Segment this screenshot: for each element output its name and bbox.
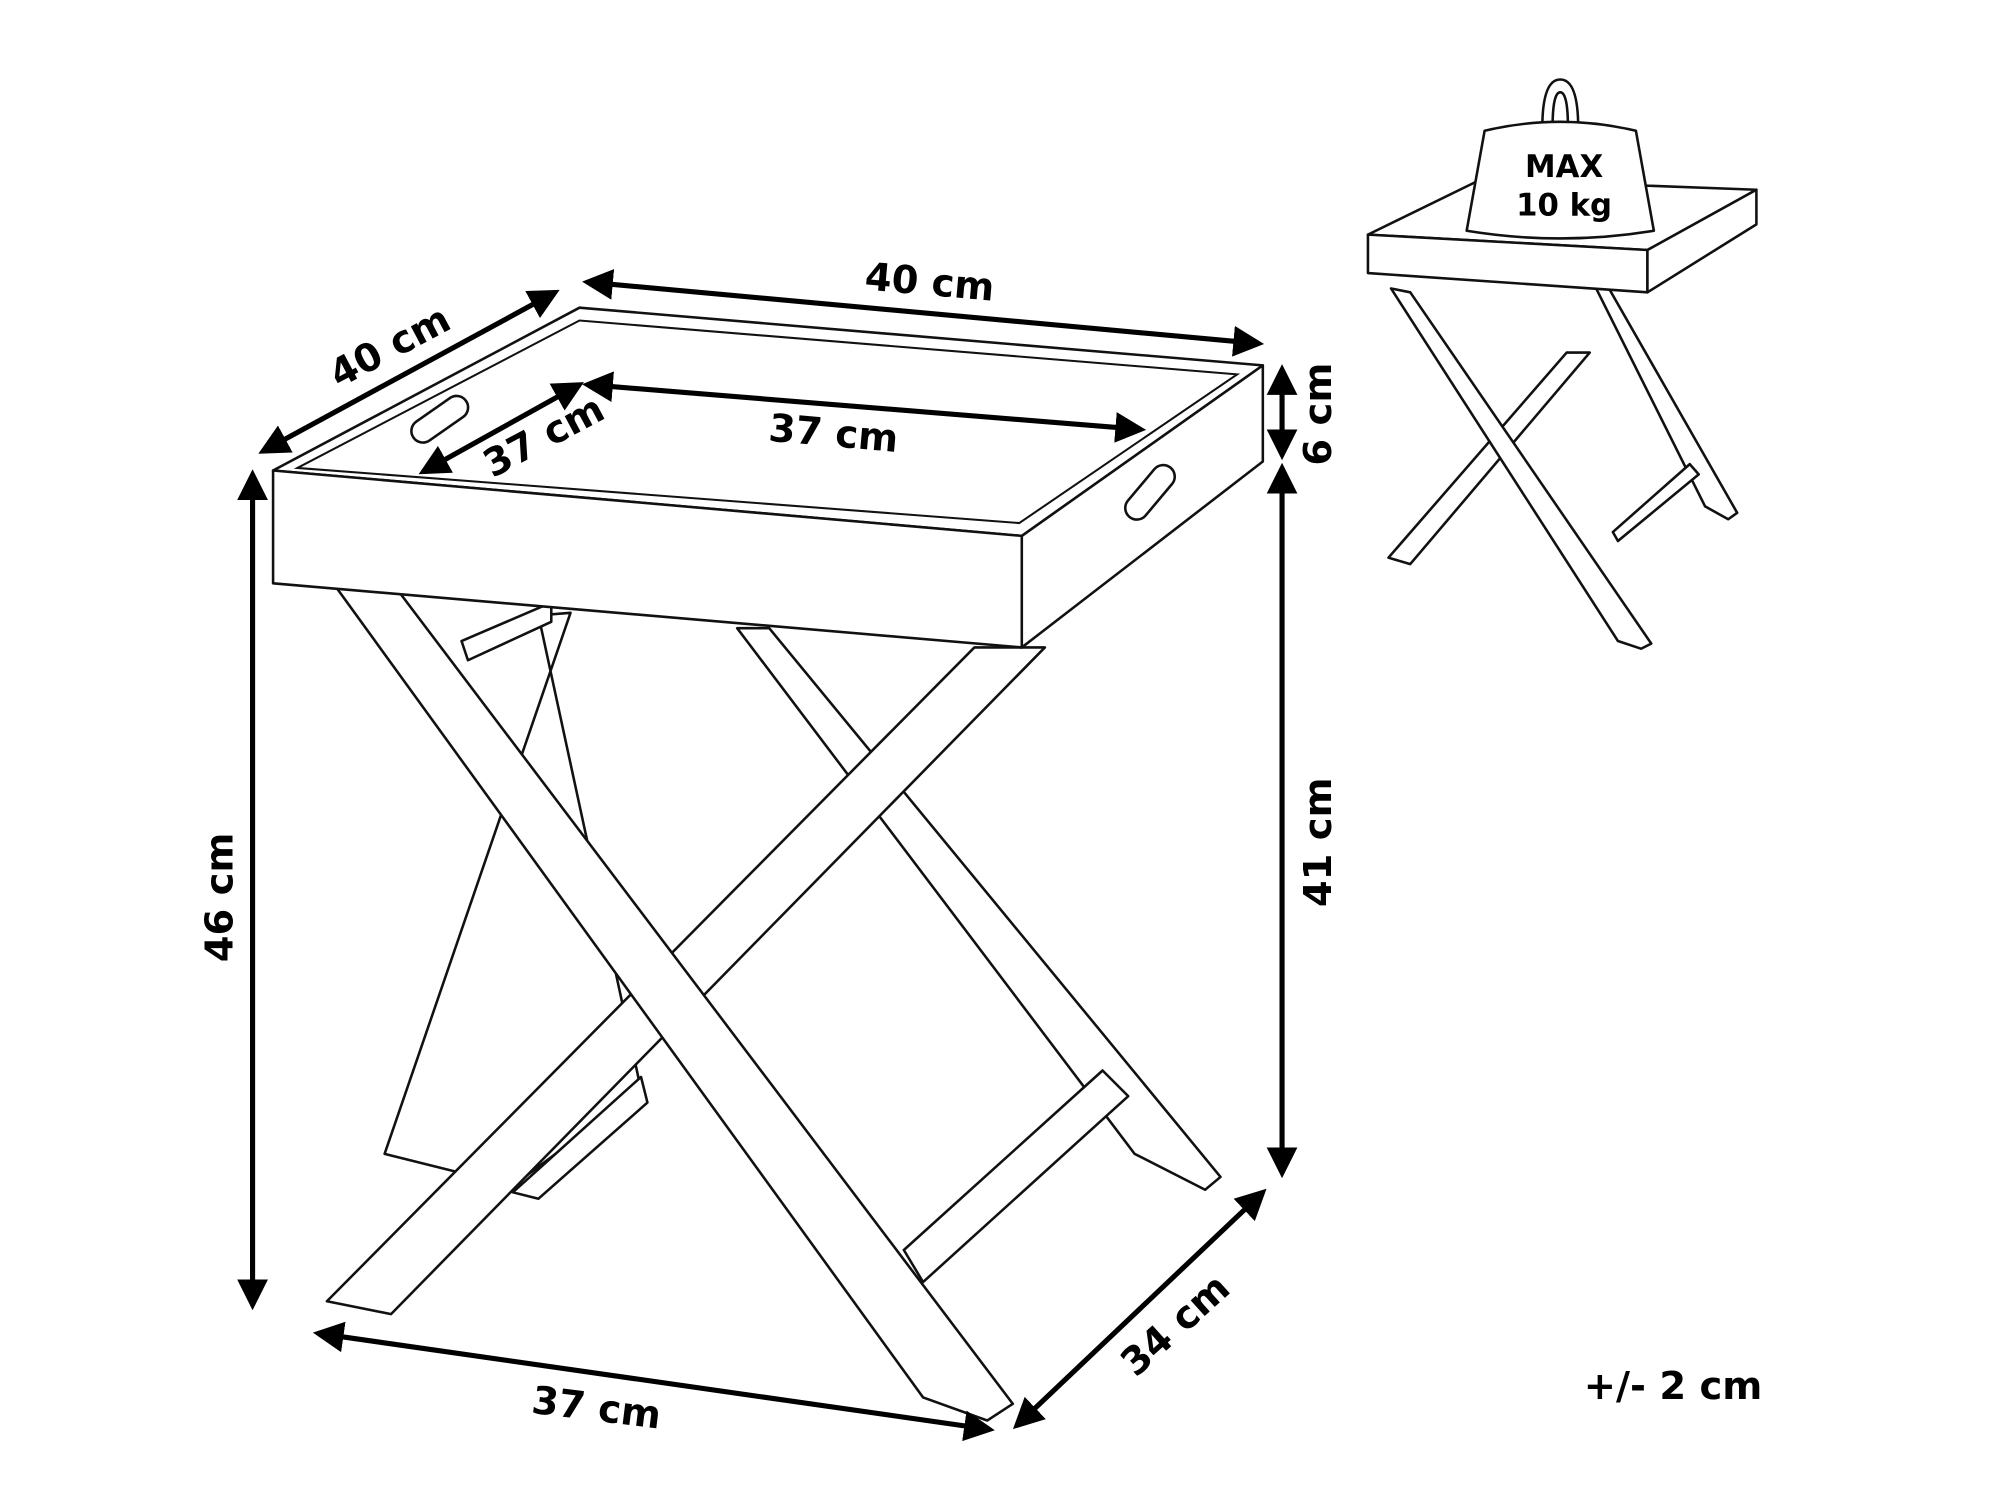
tray-height-label: 6 cm xyxy=(1296,363,1341,466)
dimension-arrows xyxy=(237,269,1298,1442)
left-crossbar xyxy=(511,1075,649,1200)
small-leg-ascending xyxy=(1387,351,1592,566)
max-load-value: 10 kg xyxy=(1516,187,1612,223)
leg-height-label: 41 cm xyxy=(1296,777,1341,907)
small-crossbar xyxy=(1611,462,1701,543)
folding-tray-table xyxy=(271,306,1265,1422)
total-height-label: 46 cm xyxy=(197,833,242,963)
max-load-label: MAX xyxy=(1525,149,1603,185)
inner-width-label: 37 cm xyxy=(767,406,900,462)
small-leg-descending xyxy=(1389,287,1653,650)
back-crossbar xyxy=(460,601,553,662)
base-width-label: 37 cm xyxy=(529,1378,663,1438)
tray-handle-right xyxy=(1123,463,1177,521)
tolerance-label: +/- 2 cm xyxy=(1584,1364,1763,1409)
bottom-crossbar xyxy=(902,1069,1130,1284)
small-tray-side xyxy=(1646,188,1758,294)
base-depth-label: 34 cm xyxy=(1112,1265,1239,1385)
tray-width-label: 40 cm xyxy=(863,255,996,311)
front-leg-descending xyxy=(332,582,1015,1422)
max-load-illustration: MAX 10 kg xyxy=(1366,78,1758,650)
weight-icon xyxy=(1465,120,1656,240)
